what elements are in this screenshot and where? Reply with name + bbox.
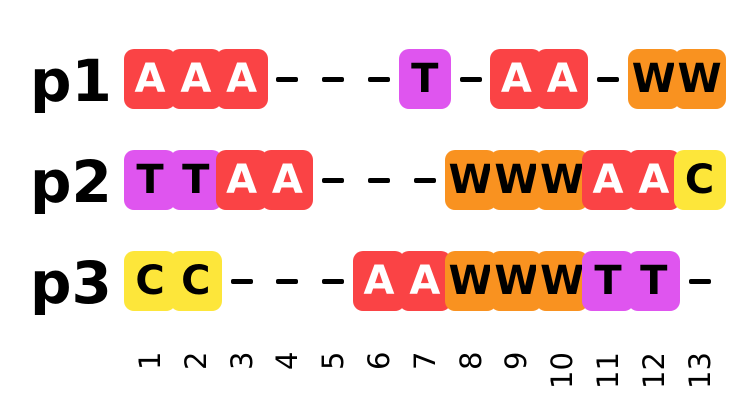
- gap-p2-7: [413, 178, 436, 183]
- residue-p3-9: W: [490, 251, 543, 311]
- residue-p1-3: A: [215, 49, 268, 109]
- residue-p3-7: A: [398, 251, 451, 311]
- residue-p2-11: A: [582, 150, 634, 210]
- residue-p3-2: C: [169, 251, 222, 311]
- gap-p1-4: [276, 77, 299, 82]
- gap-p3-13: [688, 279, 711, 284]
- gap-p2-6: [368, 178, 390, 183]
- position-label-8: 8: [453, 352, 488, 371]
- residue-p3-1: C: [124, 251, 176, 311]
- residue-p2-12: A: [627, 150, 680, 210]
- position-label-7: 7: [407, 352, 442, 371]
- residue-p2-9: W: [490, 150, 543, 210]
- position-label-5: 5: [316, 352, 351, 371]
- residue-p1-10: A: [536, 49, 589, 109]
- residue-p3-8: W: [444, 251, 497, 311]
- position-label-13: 13: [682, 352, 717, 389]
- residue-p1-9: A: [490, 49, 543, 109]
- gap-p1-6: [368, 77, 390, 82]
- position-label-6: 6: [362, 352, 396, 371]
- residue-p2-8: W: [444, 150, 497, 210]
- residue-p2-10: W: [536, 150, 589, 210]
- residue-p3-10: W: [536, 251, 589, 311]
- residue-p3-12: T: [627, 251, 680, 311]
- position-label-9: 9: [499, 352, 534, 371]
- position-label-10: 10: [545, 352, 580, 389]
- row-label-p3: p3: [30, 249, 112, 317]
- gap-p1-8: [459, 77, 482, 82]
- row-label-p1: p1: [30, 47, 112, 115]
- gap-p1-11: [597, 77, 619, 82]
- residue-p1-2: A: [169, 49, 222, 109]
- residue-p1-7: T: [398, 49, 451, 109]
- residue-p3-11: T: [582, 251, 634, 311]
- residue-p1-13: W: [673, 49, 726, 109]
- residue-p3-6: A: [353, 251, 405, 311]
- gap-p1-5: [322, 77, 345, 82]
- residue-p1-1: A: [124, 49, 176, 109]
- position-label-2: 2: [178, 352, 213, 371]
- position-label-4: 4: [270, 352, 305, 371]
- residue-p2-13: C: [673, 150, 726, 210]
- position-label-1: 1: [133, 352, 167, 371]
- position-label-3: 3: [224, 352, 259, 371]
- residue-p2-2: T: [169, 150, 222, 210]
- gap-p3-5: [322, 279, 345, 284]
- residue-p2-4: A: [261, 150, 314, 210]
- position-label-11: 11: [591, 352, 625, 389]
- residue-p2-1: T: [124, 150, 176, 210]
- gap-p2-5: [322, 178, 345, 183]
- residue-p2-3: A: [215, 150, 268, 210]
- gap-p3-4: [276, 279, 299, 284]
- position-label-12: 12: [636, 352, 671, 389]
- residue-p1-12: W: [627, 49, 680, 109]
- row-label-p2: p2: [30, 148, 112, 216]
- gap-p3-3: [230, 279, 253, 284]
